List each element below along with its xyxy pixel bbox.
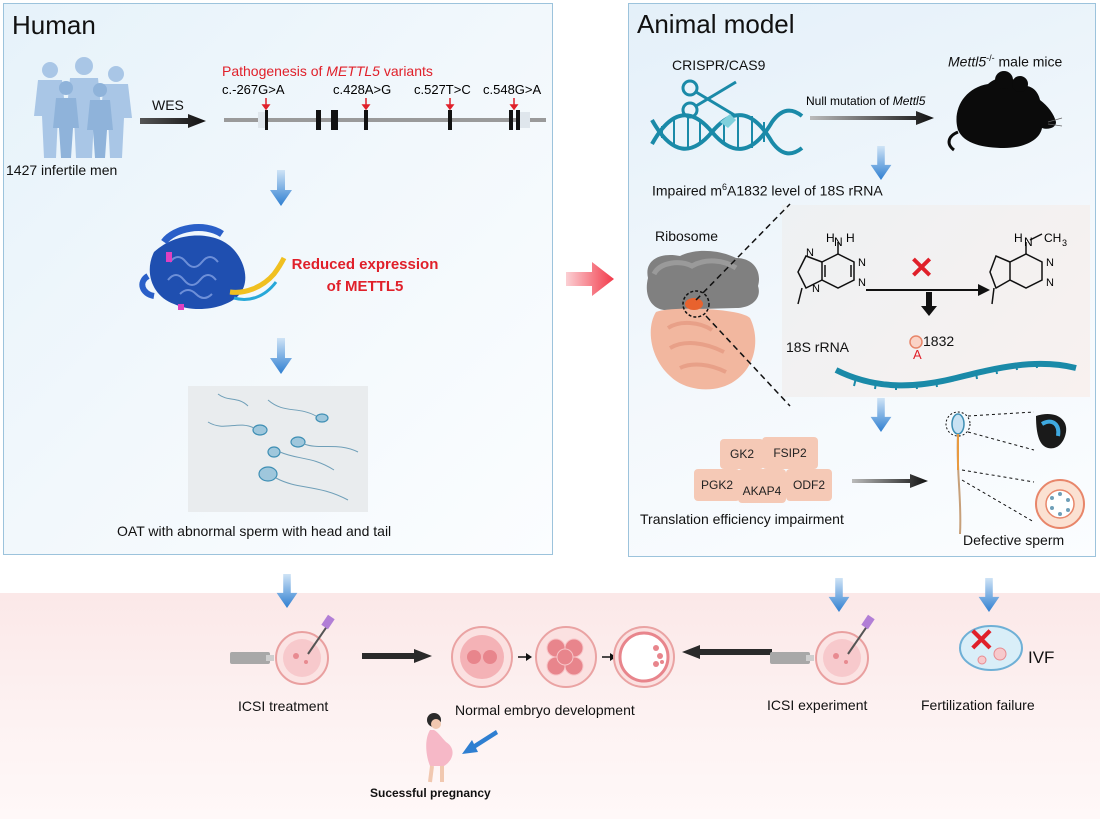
down-arrow-icon xyxy=(978,578,1000,612)
embryo-stages-icon xyxy=(451,626,675,688)
svg-text:H: H xyxy=(1014,231,1023,245)
pregnant-woman-icon xyxy=(426,713,453,783)
icsi-to-embryo-arrow xyxy=(362,649,432,663)
defective-sperm-label: Defective sperm xyxy=(963,532,1065,548)
cohort-label: 1427 infertile men xyxy=(6,162,118,178)
protein-box: AKAP4 xyxy=(738,469,786,503)
svg-text:H: H xyxy=(846,231,855,245)
site-circle-icon xyxy=(909,335,923,349)
translation-arrow xyxy=(852,474,928,488)
protein-box: FSIP2 xyxy=(762,437,818,469)
protein-structure-icon xyxy=(139,224,287,310)
failure-x-icon: ✕ xyxy=(968,622,995,658)
translation-label: Translation efficiency impairment xyxy=(640,511,844,527)
down-arrow-icon xyxy=(828,578,850,612)
pathogenesis-title: Pathogenesis of METTL5 variants xyxy=(222,63,433,79)
abnormal-sperm-image xyxy=(188,386,368,512)
svg-text:H: H xyxy=(826,231,835,245)
down-arrow-icon xyxy=(870,398,892,432)
variant-label: c.548G>A xyxy=(483,82,542,97)
impaired-m6a-label: Impaired m6A1832 level of 18S rRNA xyxy=(652,182,883,199)
dna-helix-icon xyxy=(650,108,804,156)
animal-title: Animal model xyxy=(637,9,795,39)
people-icon xyxy=(34,57,132,158)
svg-text:N: N xyxy=(1046,277,1054,289)
pregnancy-label: Sucessful pregnancy xyxy=(370,786,491,800)
site-1832-label: 1832 xyxy=(923,333,955,349)
rrna-strand-icon xyxy=(834,360,1077,390)
blocked-methylation-arrow xyxy=(866,284,990,316)
down-arrow-icon xyxy=(270,170,292,206)
zoom-dashed-lines xyxy=(695,203,791,407)
svg-text:N: N xyxy=(834,235,843,249)
icsi-treatment-label: ICSI treatment xyxy=(238,698,329,714)
wes-label: WES xyxy=(152,97,184,113)
methyl-adenine-structure-icon: H N CH 3 N N xyxy=(989,231,1067,305)
svg-text:3: 3 xyxy=(1062,238,1067,248)
site-base-label: A xyxy=(913,347,922,362)
gene-structure xyxy=(224,98,546,130)
ivf-label: IVF xyxy=(1028,648,1055,667)
mouse-icon xyxy=(947,71,1063,152)
down-arrow-icon xyxy=(276,574,298,608)
protein-box: PGK2 xyxy=(694,469,740,501)
pregnancy-arrow-icon xyxy=(462,730,498,754)
panel-connector-arrow xyxy=(566,262,614,296)
ribosome-icon xyxy=(646,250,760,390)
adenine-structure-icon: H N H N N N N xyxy=(797,231,866,305)
svg-text:N: N xyxy=(806,247,814,259)
oat-label: OAT with abnormal sperm with head and ta… xyxy=(117,523,392,539)
rrna-label: 18S rRNA xyxy=(786,339,850,355)
block-x-icon: ✕ xyxy=(909,252,935,285)
knockout-mice-label: Mettl5-/- male mice xyxy=(948,53,1063,70)
protein-box: GK2 xyxy=(720,439,764,469)
wes-arrow xyxy=(140,114,206,128)
svg-text:CH: CH xyxy=(1044,231,1061,245)
ribosome-label: Ribosome xyxy=(655,228,719,244)
human-title: Human xyxy=(12,10,96,40)
icsi-experiment-label: ICSI experiment xyxy=(767,697,868,713)
variant-label: c.-267G>A xyxy=(222,82,285,97)
ivf-dish-icon xyxy=(959,625,1023,671)
svg-text:N: N xyxy=(1046,257,1054,269)
down-arrow-icon xyxy=(270,338,292,374)
variant-label: c.428A>G xyxy=(333,82,392,97)
svg-text:N: N xyxy=(858,277,866,289)
null-mutation-arrow xyxy=(810,111,934,125)
fertilization-failure-label: Fertilization failure xyxy=(921,697,1035,713)
svg-text:N: N xyxy=(812,283,820,295)
null-mutation-label: Null mutation of Mettl5 xyxy=(806,94,926,108)
variant-label: c.527T>C xyxy=(414,82,471,97)
crispr-label: CRISPR/CAS9 xyxy=(672,57,766,73)
svg-text:N: N xyxy=(1024,235,1033,249)
icsi-injection-icon xyxy=(230,614,335,685)
normal-embryo-label: Normal embryo development xyxy=(455,702,635,718)
protein-box: ODF2 xyxy=(786,469,832,501)
down-arrow-icon xyxy=(870,146,892,180)
experiment-to-embryo-arrow xyxy=(682,645,772,659)
svg-text:N: N xyxy=(858,257,866,269)
defective-sperm-icon xyxy=(945,411,1085,535)
icsi-experiment-icon xyxy=(770,614,875,685)
